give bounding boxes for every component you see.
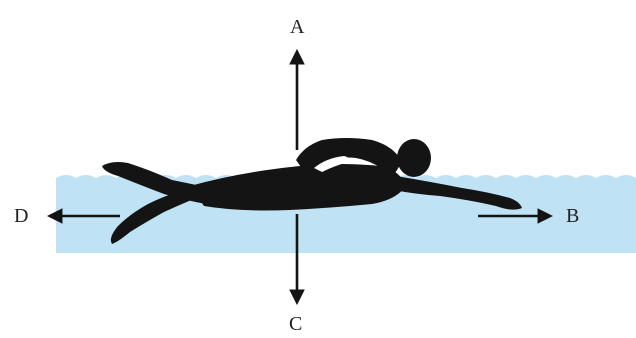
label-d: D [14, 206, 28, 226]
label-b: B [566, 206, 579, 226]
label-c: C [289, 314, 302, 334]
label-a: A [290, 17, 304, 37]
